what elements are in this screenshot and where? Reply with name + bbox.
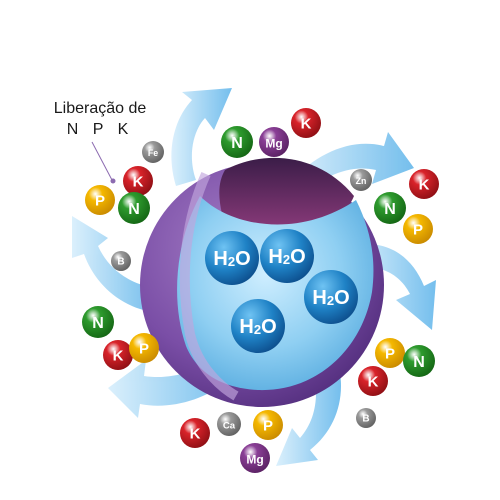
nutrient-ball-b: B [356, 408, 376, 428]
caption-pointer-dot [110, 178, 116, 184]
water-molecule: H2O [205, 231, 259, 285]
granule-cut-top [219, 157, 354, 231]
water-molecule-circle [304, 270, 358, 324]
nutrient-ball-label: N [413, 354, 425, 371]
nutrient-ball-label: K [133, 173, 144, 190]
nutrient-ball-label: B [362, 414, 369, 425]
caption-line-1: Liberação de [53, 100, 147, 117]
nutrient-ball-circle [85, 185, 115, 215]
granule-inner-rim [179, 171, 239, 401]
nutrient-ball-label: P [385, 345, 395, 362]
water-molecule-label: H2O [312, 287, 349, 309]
caption-pointer-line [91, 141, 113, 181]
nutrient-ball-label: Fe [148, 148, 158, 158]
nutrient-ball-p: P [129, 333, 159, 363]
water-molecule-circle [260, 229, 314, 283]
nutrient-ball-circle [403, 345, 435, 377]
nutrient-ball-p: P [253, 410, 283, 440]
caption-line-2: N P K [66, 121, 134, 138]
nutrient-ball-label: K [301, 115, 312, 132]
water-molecule-label: H2O [239, 316, 276, 338]
nutrient-ball-label: P [139, 340, 149, 357]
nutrient-ball-p: P [85, 185, 115, 215]
nutrient-ball-circle [356, 408, 376, 428]
nutrient-ball-mg: Mg [240, 443, 270, 473]
nutrient-ball-circle [221, 126, 253, 158]
nutrient-ball-mg: Mg [259, 127, 289, 157]
nutrient-ball-n: N [82, 306, 114, 338]
nutrient-ball-label: P [413, 221, 423, 238]
water-molecule: H2O [304, 270, 358, 324]
nutrient-ball-k: K [180, 418, 210, 448]
nutrient-ball-label: P [263, 417, 273, 434]
nutrient-ball-circle [217, 412, 241, 436]
nutrient-ball-k: K [291, 108, 321, 138]
nutrient-ball-circle [240, 443, 270, 473]
nutrient-ball-n: N [221, 126, 253, 158]
nutrient-ball-label: Mg [265, 136, 282, 150]
nutrient-ball-n: N [118, 192, 150, 224]
arrow-left [72, 216, 156, 312]
nutrient-ball-label: N [384, 201, 396, 218]
nutrient-ball-label: Mg [246, 452, 263, 466]
nutrient-ball-label: B [117, 257, 124, 268]
nutrient-ball-label: Ca [223, 420, 236, 431]
nutrient-ball-circle [358, 366, 388, 396]
nutrient-ball-label: K [419, 176, 430, 193]
water-molecule-label: H2O [268, 246, 305, 268]
nutrient-ball-n: N [403, 345, 435, 377]
nutrient-ball-circle [180, 418, 210, 448]
water-molecule-circle [205, 231, 259, 285]
nutrient-ball-label: N [231, 135, 243, 152]
nutrient-ball-label: P [95, 192, 105, 209]
water-molecule: H2O [260, 229, 314, 283]
nutrient-ball-circle [291, 108, 321, 138]
nutrient-ball-ca: Ca [217, 412, 241, 436]
nutrient-ball-circle [129, 333, 159, 363]
nutrient-ball-label: K [190, 425, 201, 442]
nutrient-ball-k: K [123, 166, 153, 196]
nutrient-ball-b: B [111, 251, 131, 271]
nutrient-ball-circle [403, 214, 433, 244]
water-molecule: H2O [231, 299, 285, 353]
nutrient-ball-k: K [103, 340, 133, 370]
nutrient-ball-circle [259, 127, 289, 157]
water-molecules: H2O H2O H2O H2O [205, 229, 358, 353]
nutrient-ball-p: P [403, 214, 433, 244]
nutrient-ball-label: K [368, 373, 379, 390]
nutrient-ball-circle [350, 169, 372, 191]
nutrient-ball-p: P [375, 338, 405, 368]
nutrient-ball-n: N [374, 192, 406, 224]
nutrient-ball-circle [409, 169, 439, 199]
nutrient-ball-zn: Zn [350, 169, 372, 191]
nutrient-ball-k: K [409, 169, 439, 199]
nutrient-ball-circle [118, 192, 150, 224]
nutrient-ball-label: K [113, 347, 124, 364]
nutrient-ball-circle [103, 340, 133, 370]
npk-release-caption: Liberação de N P K [20, 98, 180, 140]
water-molecule-circle [231, 299, 285, 353]
nutrient-ball-circle [374, 192, 406, 224]
water-molecule-label: H2O [213, 248, 250, 270]
nutrient-ball-circle [111, 251, 131, 271]
nutrient-ball-circle [123, 166, 153, 196]
nutrient-ball-k: K [358, 366, 388, 396]
nutrient-ball-circle [142, 141, 164, 163]
nutrient-ball-label: N [128, 201, 140, 218]
nutrient-ball-label: Zn [356, 176, 367, 186]
nutrient-ball-circle [375, 338, 405, 368]
nutrient-ball-circle [82, 306, 114, 338]
nutrient-ball-circle [253, 410, 283, 440]
arrow-top [171, 88, 232, 186]
nutrient-ball-fe: Fe [142, 141, 164, 163]
nutrient-ball-label: N [92, 315, 104, 332]
